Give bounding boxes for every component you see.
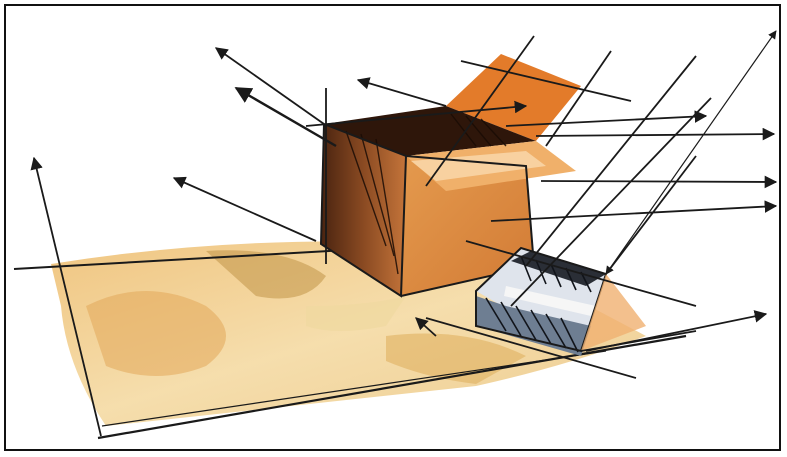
perspective-sketch	[6, 6, 781, 451]
illustration-frame	[4, 4, 781, 451]
